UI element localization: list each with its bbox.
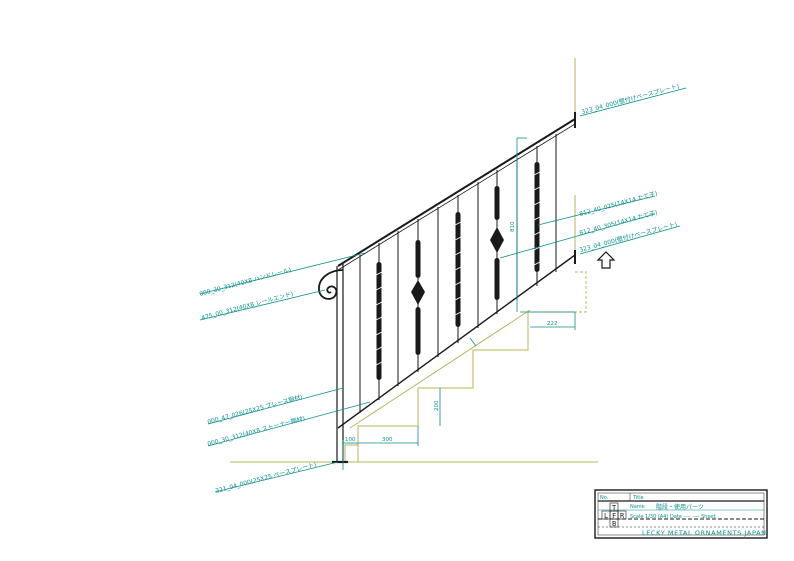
view-letter-top: T: [612, 504, 617, 512]
twist-beads: [376, 162, 540, 380]
dim-offset: 100: [345, 437, 356, 443]
twist-pattern: [494, 258, 500, 300]
dim-rise: 200: [434, 400, 440, 411]
twist-pattern: [415, 307, 421, 355]
twist-pattern: [494, 186, 500, 220]
landing-dashed: [575, 271, 587, 313]
bead-separators: [375, 171, 541, 366]
dim-height: 810: [510, 221, 516, 232]
label-base-plate: 321_04_000(25X25 ベースプレート): [215, 461, 317, 495]
leader-lines: [199, 87, 687, 493]
handrail-inner: [337, 123, 576, 271]
view-letter-left: L: [604, 512, 608, 520]
label-rail-end: 475_00_312(40X8 レールエンド): [201, 291, 294, 322]
stair-stringer: [349, 309, 531, 429]
title-block: T L F R B No. Title Name 階段・使用パーツ Scale …: [594, 489, 768, 539]
stair-steps-inner: [357, 312, 529, 462]
dimension-lines: [342, 137, 576, 470]
handrail: [337, 118, 576, 267]
title-block-frame: [594, 489, 768, 539]
tb-title-label: Title: [632, 495, 644, 501]
twist-pattern: [376, 262, 382, 380]
angle-marker: [469, 337, 477, 347]
dim-gap: 222: [547, 321, 558, 327]
label-handrail: 000_30_312(40X8 ハンドレール): [199, 267, 292, 298]
twist-pattern: [415, 240, 421, 278]
label-wall-plate-bottom: 323_04_000(壁付けベースプレート): [578, 220, 678, 254]
up-arrow-icon: [596, 251, 616, 269]
diamond-ornament: [411, 280, 425, 305]
view-letter-front: F: [612, 512, 616, 520]
tb-scale-row: Scale 1/30 (A4) Date ---- ---- Sheet: [630, 514, 716, 520]
twist-pattern: [534, 162, 540, 272]
tb-number-label: No.: [600, 495, 609, 501]
tb-company: LECKY METAL ORNAMENTS JAPAN: [642, 529, 767, 537]
bottom-rail: [337, 254, 576, 429]
wall-and-floor-lines: [230, 58, 598, 463]
tb-name-label: Name: [630, 504, 645, 510]
tb-drawing-title: 階段・使用パーツ: [656, 503, 704, 511]
diamond-ornament: [490, 227, 504, 253]
dim-tread: 300: [382, 437, 393, 443]
volute-scroll: [318, 269, 344, 300]
label-wall-plate-top: 323_04_000(壁付けベースプレート): [580, 82, 680, 116]
view-letter-bottom: B: [612, 520, 616, 528]
view-letter-right: R: [620, 512, 625, 520]
